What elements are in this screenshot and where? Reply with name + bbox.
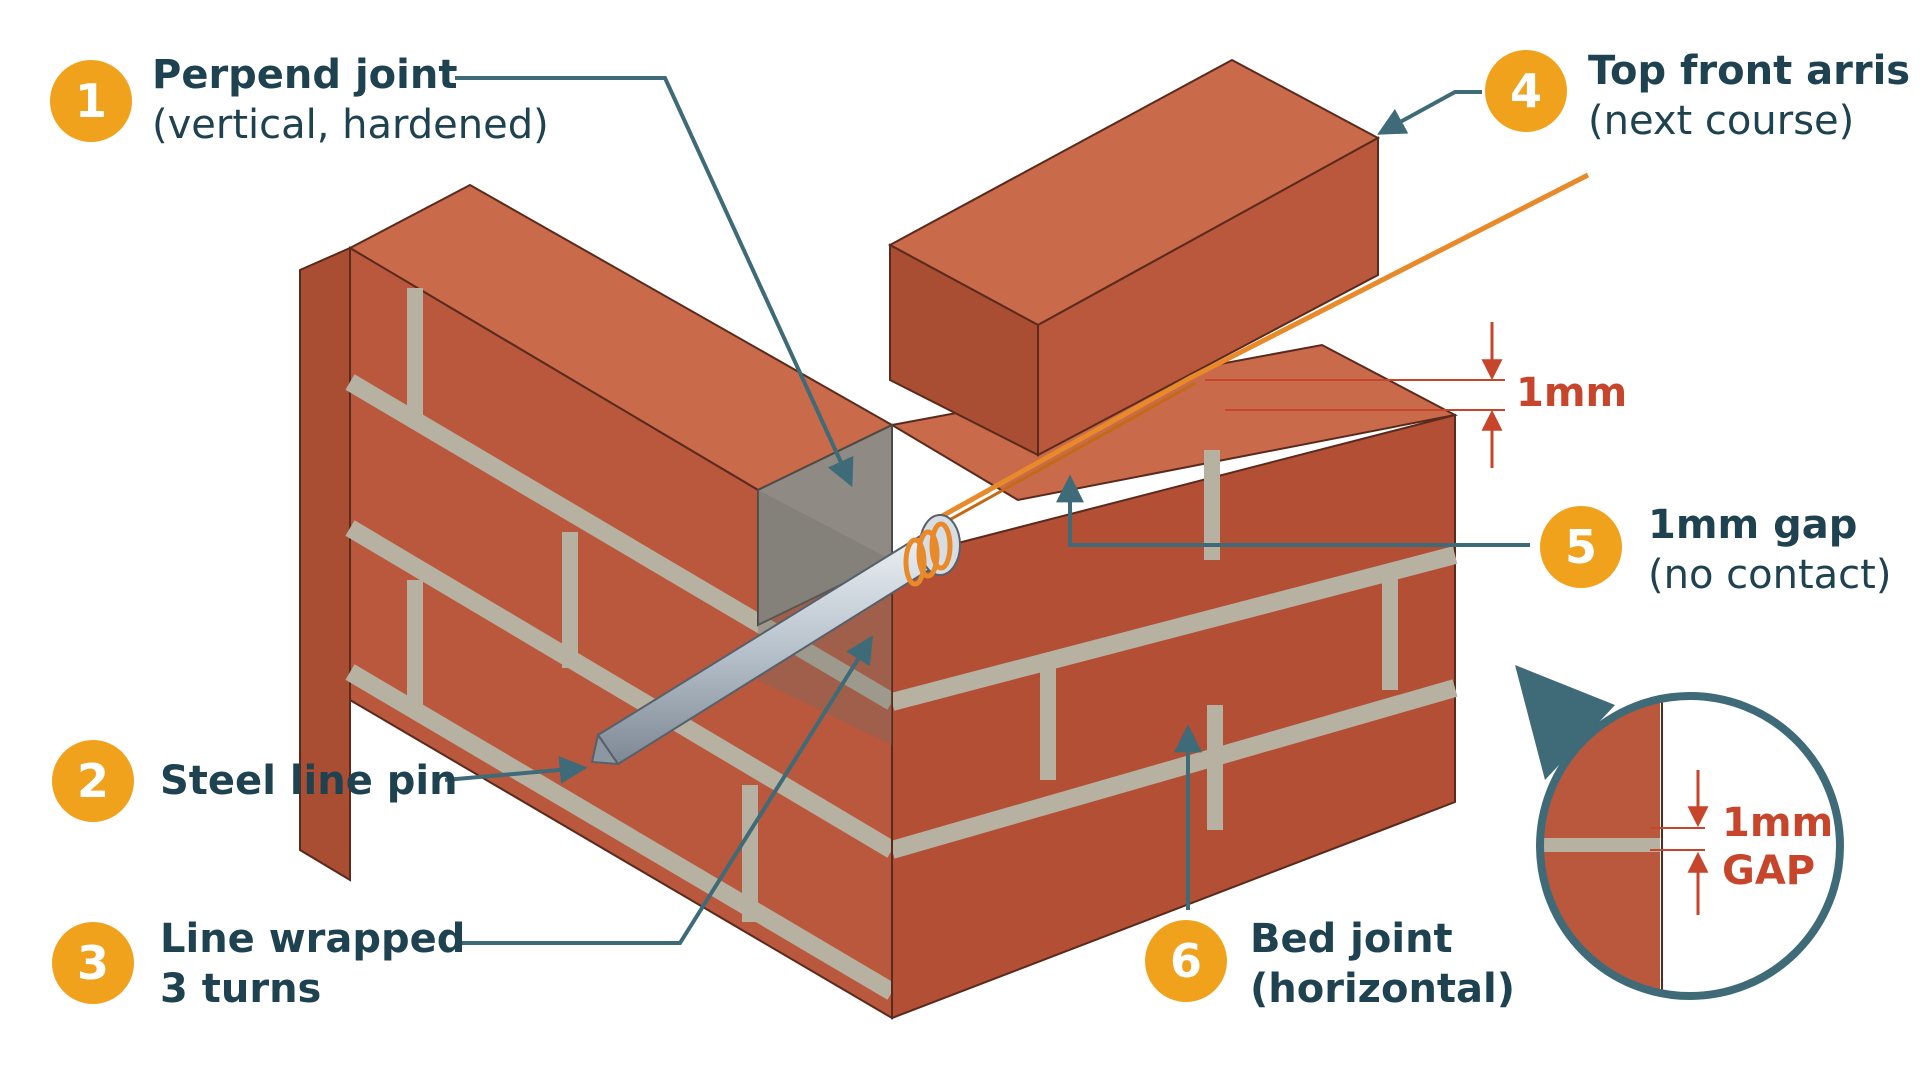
callout-2-title: Steel line pin <box>160 758 458 804</box>
callout-3-title: Line wrapped <box>160 916 466 962</box>
string-line <box>933 172 1590 530</box>
callout-6-label: Bed joint (horizontal) <box>1250 914 1515 1014</box>
callout-6-subtitle: (horizontal) <box>1250 966 1516 1012</box>
left-bed-joint-2 <box>345 520 897 858</box>
callout-5-label: 1mm gap (no contact) <box>1648 500 1891 600</box>
left-bed-joint-3 <box>345 664 897 1000</box>
callout-4-subtitle: (next course) <box>1588 98 1855 144</box>
gap-dimension-label: 1mm <box>1516 370 1628 416</box>
callout-6-title: Bed joint <box>1250 916 1453 962</box>
leader-1 <box>455 76 854 488</box>
callout-1-badge: 1 <box>50 60 132 142</box>
callout-3-label: Line wrapped 3 turns <box>160 914 465 1014</box>
leader-lines <box>444 76 1530 945</box>
callout-3-badge: 3 <box>52 922 134 1004</box>
callout-4-label: Top front arris (next course) <box>1588 46 1910 146</box>
left-wall <box>299 183 897 1020</box>
inset-gap-word: GAP <box>1722 848 1816 894</box>
right-bed-joint-1 <box>889 546 1458 711</box>
callout-6-badge: 6 <box>1145 920 1227 1002</box>
leader-5 <box>1056 474 1530 547</box>
leader-4 <box>1377 90 1482 135</box>
right-bed-joint-2 <box>889 679 1458 859</box>
callout-5-badge: 5 <box>1540 506 1622 588</box>
callout-4-badge: 4 <box>1485 50 1567 132</box>
callout-1-label: Perpend joint (vertical, hardened) <box>152 50 549 150</box>
top-brick-face <box>1037 136 1379 457</box>
callout-1-title: Perpend joint <box>152 52 458 98</box>
callout-3-subtitle: 3 turns <box>160 966 322 1012</box>
callout-1-subtitle: (vertical, hardened) <box>152 102 549 148</box>
callout-2-badge: 2 <box>52 740 134 822</box>
top-brick <box>887 58 1381 457</box>
callout-4-title: Top front arris <box>1588 48 1911 94</box>
leader-3 <box>462 635 873 945</box>
callout-2-label: Steel line pin <box>160 756 458 806</box>
leader-2 <box>444 756 588 784</box>
inset-gap-value: 1mm <box>1722 800 1834 846</box>
right-wall <box>889 343 1458 1020</box>
callout-5-subtitle: (no contact) <box>1648 552 1892 598</box>
callout-5-title: 1mm gap <box>1648 502 1858 548</box>
gap-dimension <box>1205 322 1505 468</box>
steel-line-pin <box>590 514 961 766</box>
